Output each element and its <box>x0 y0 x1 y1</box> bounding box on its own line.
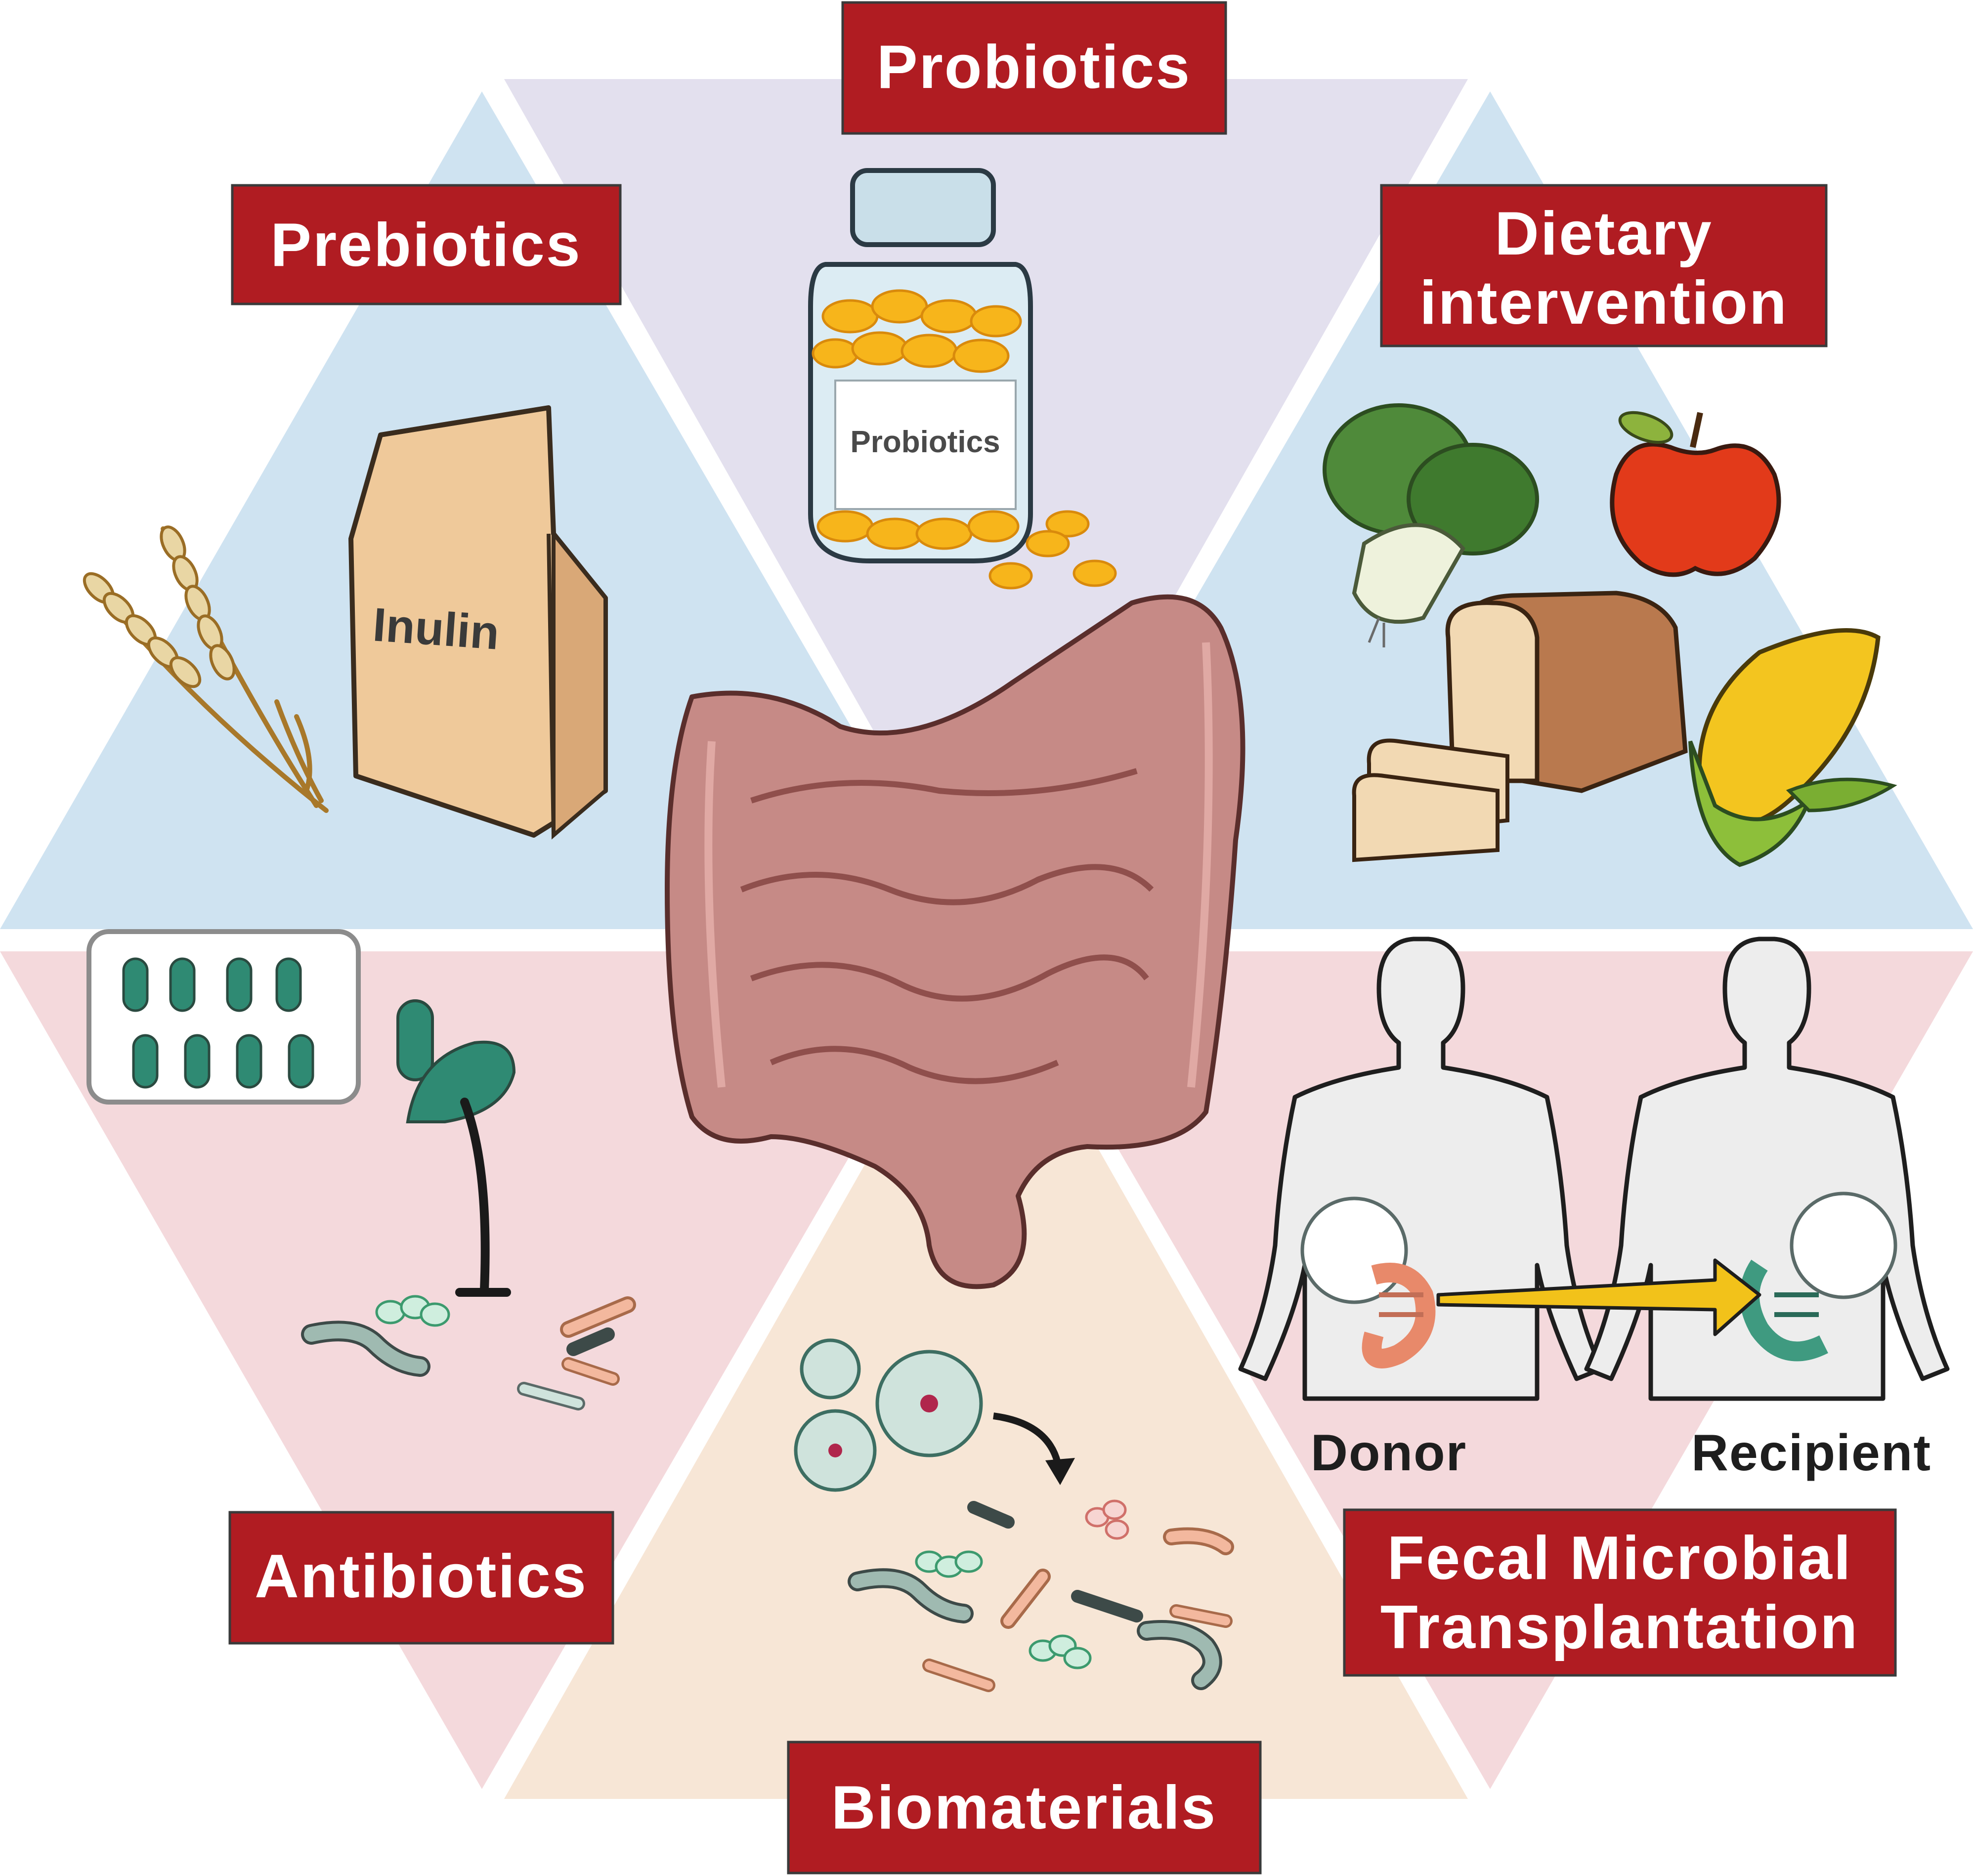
blister-pack-icon <box>86 929 361 1105</box>
transfer-arrow-icon <box>1436 1258 1761 1336</box>
bacteria-cluster-antibiotics <box>301 1295 636 1410</box>
bok-choy-icon <box>1323 403 1539 647</box>
donor-label: Donor <box>1311 1424 1467 1482</box>
donor-silhouette-icon <box>1238 937 1604 1401</box>
antibiotics-illustration <box>86 929 636 1410</box>
label-fmt-text-line2: Transplantation <box>1380 1593 1859 1662</box>
label-fmt: Fecal Microbial Transplantation <box>1343 1508 1897 1677</box>
nanoparticle-icons <box>794 1338 983 1492</box>
inulin-bag-icon: Inulin <box>348 405 608 840</box>
label-prebiotics-text: Prebiotics <box>270 211 582 279</box>
label-dietary-text-line2: intervention <box>1419 269 1788 337</box>
label-probiotics-text: Probiotics <box>877 33 1191 101</box>
bacteria-cluster-biomaterials <box>848 1499 1234 1692</box>
label-antibiotics: Antibiotics <box>228 1511 614 1645</box>
label-biomaterials-text: Biomaterials <box>831 1774 1217 1842</box>
sector-biomaterials <box>504 951 1468 1799</box>
apple-icon <box>1610 411 1781 577</box>
transform-arrow-icon <box>993 1412 1061 1464</box>
probiotic-bottle-label: Probiotics <box>850 425 1000 459</box>
corn-icon <box>1688 628 1897 867</box>
loose-pills-icon <box>988 510 1117 590</box>
probiotic-bottle-icon: Probiotics <box>808 168 1033 563</box>
label-biomaterials: Biomaterials <box>787 1741 1262 1875</box>
wheat-icon <box>83 525 329 813</box>
label-dietary: Dietary intervention <box>1380 184 1828 347</box>
bread-loaf-icon <box>1352 591 1688 862</box>
inhibition-icon <box>455 1098 511 1297</box>
probiotics-illustration: Probiotics <box>808 168 1117 590</box>
capsule-icon <box>396 999 516 1123</box>
recipient-label: Recipient <box>1691 1424 1931 1482</box>
label-fmt-text-line1: Fecal Microbial <box>1387 1524 1852 1592</box>
inulin-bag-label: Inulin <box>371 598 501 660</box>
dietary-illustration <box>1323 403 1897 867</box>
biomaterials-illustration <box>794 1338 1234 1692</box>
sector-antibiotics <box>0 951 969 1789</box>
label-probiotics: Probiotics <box>841 1 1227 135</box>
intestine-icon <box>665 594 1245 1289</box>
prebiotics-illustration: Inulin <box>83 405 608 840</box>
transform-arrowhead-icon <box>1045 1458 1075 1485</box>
label-dietary-text-line1: Dietary <box>1495 200 1713 268</box>
label-prebiotics: Prebiotics <box>231 184 622 305</box>
label-antibiotics-text: Antibiotics <box>255 1542 588 1611</box>
fmt-illustration: Donor Recipient <box>1238 937 1950 1482</box>
